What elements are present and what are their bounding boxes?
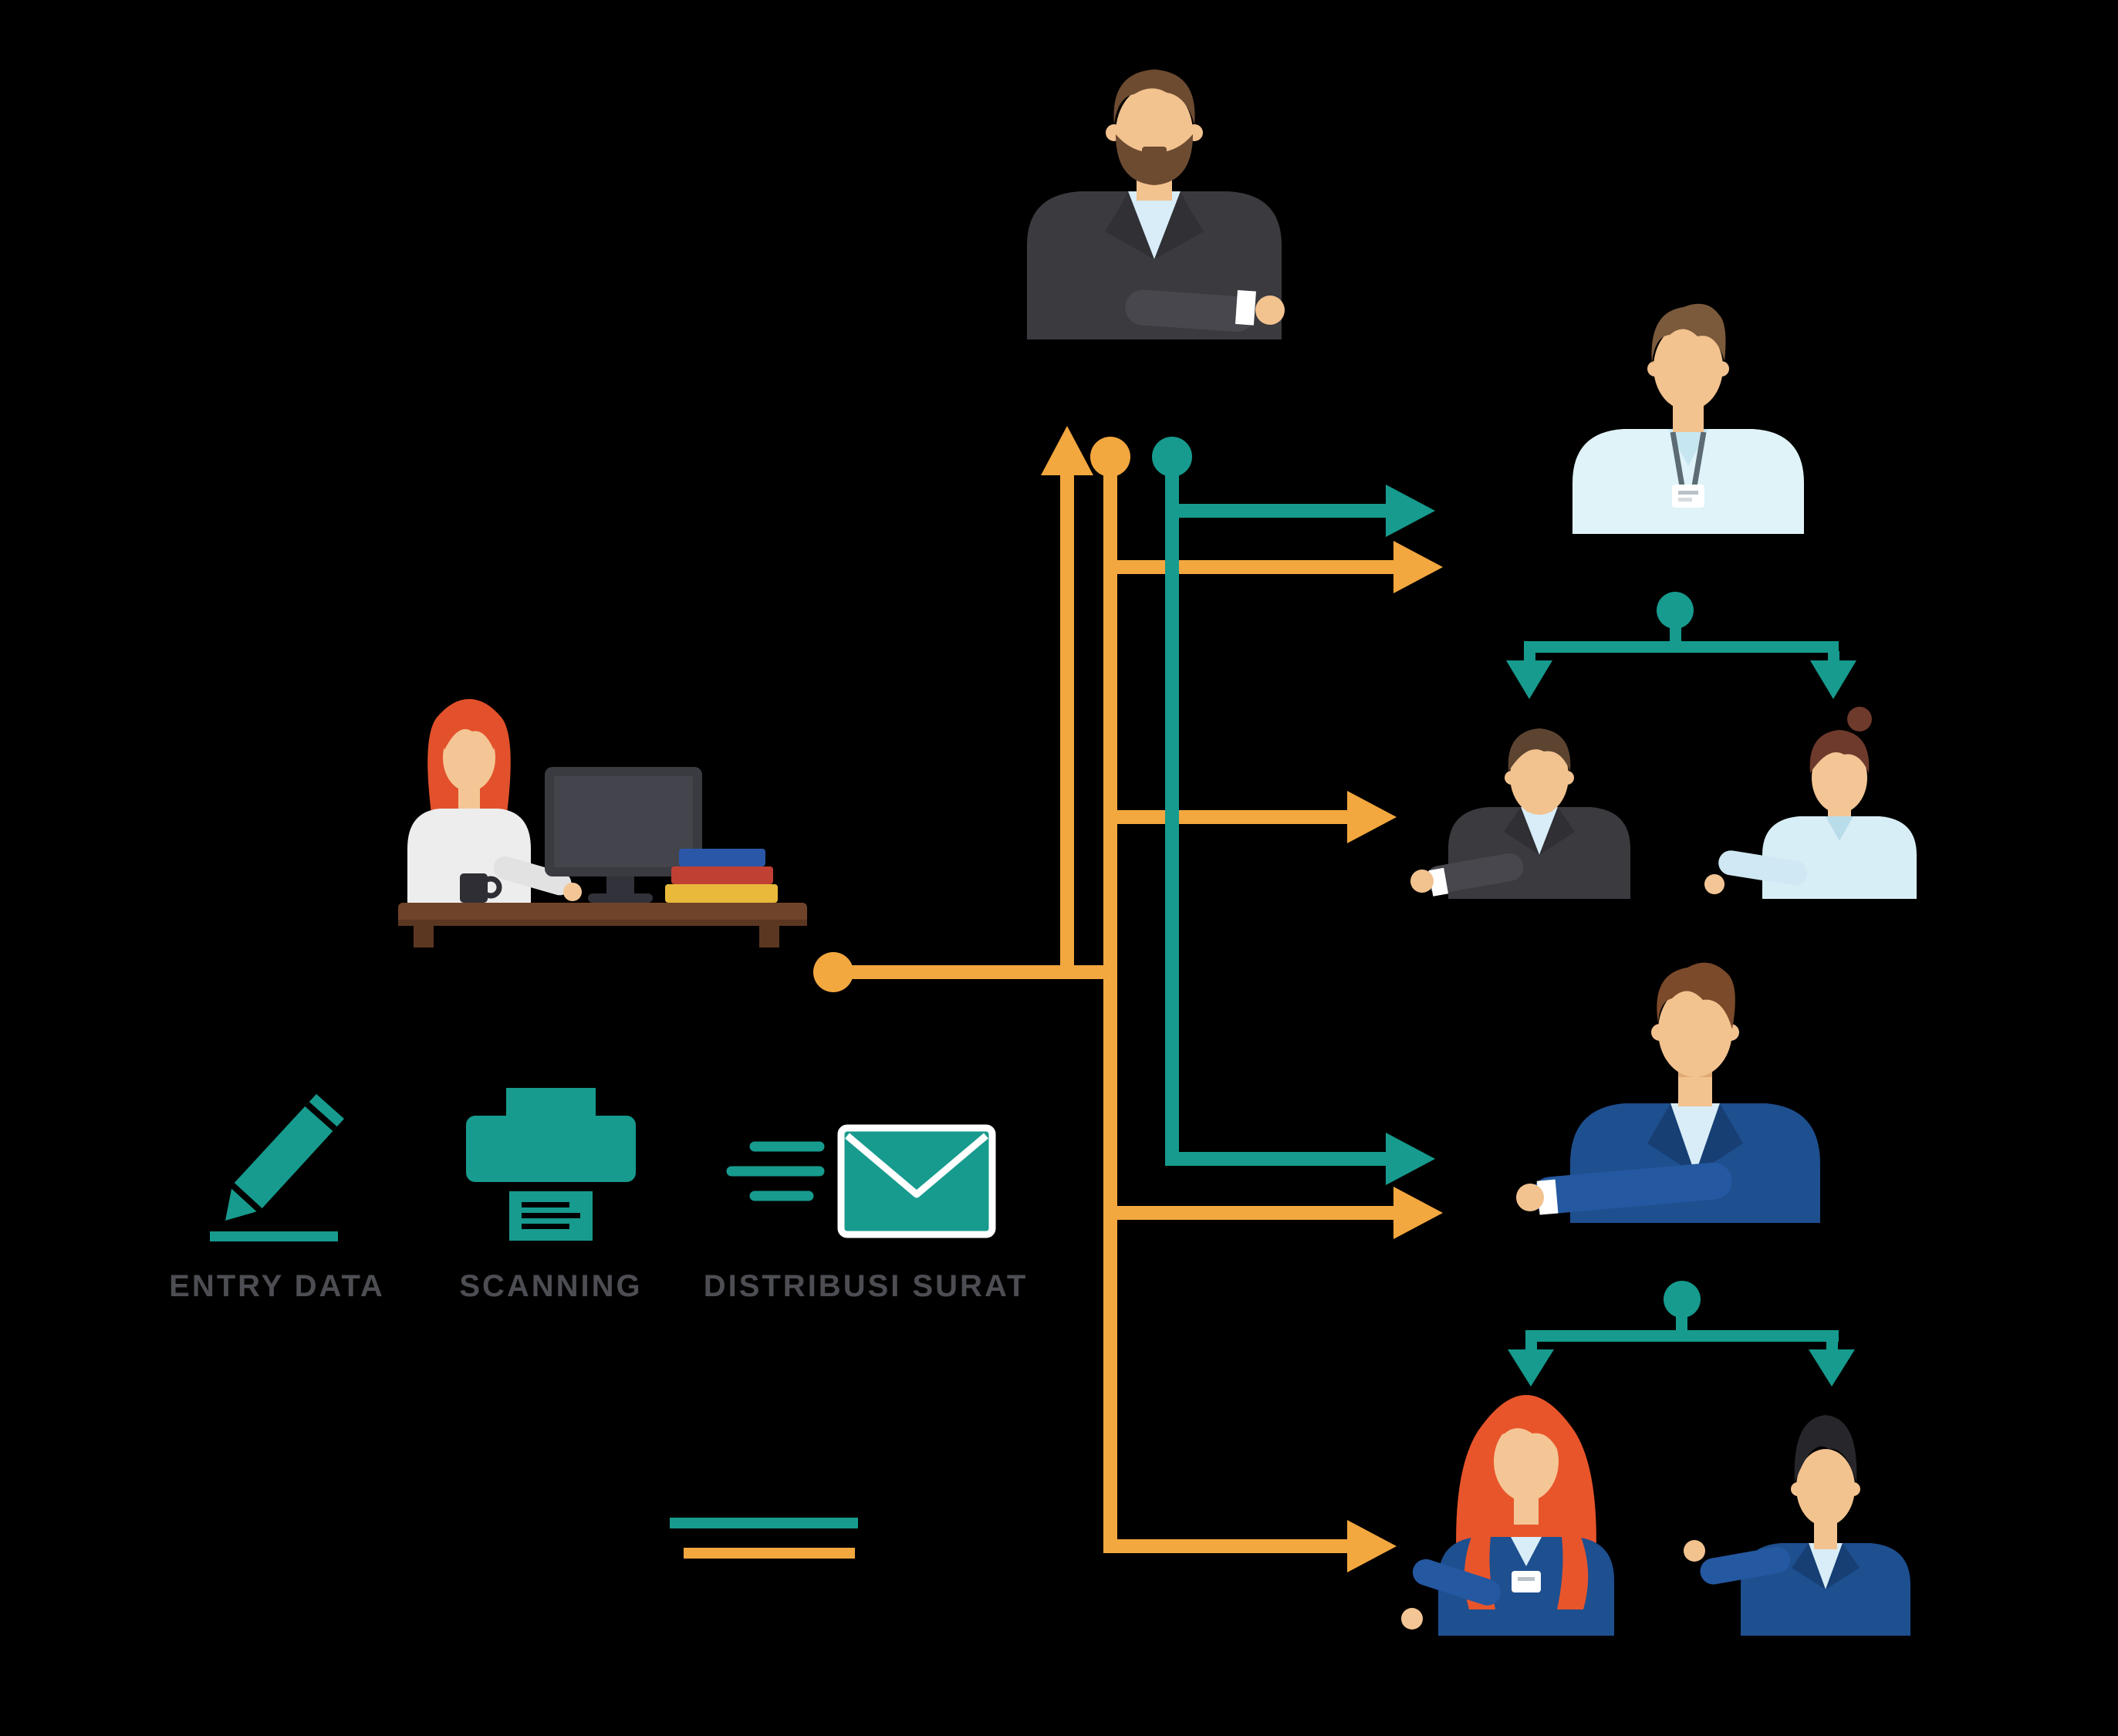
director-hair <box>1113 69 1195 125</box>
person-director <box>1027 69 1285 339</box>
lanyard <box>1670 431 1707 487</box>
book-yellow <box>665 884 778 903</box>
bracket-1-left-arrowhead <box>1506 660 1552 699</box>
teal-branch-1-arrowhead <box>1386 485 1435 537</box>
teal-flow-network <box>1152 437 1435 1185</box>
legend-orange-line <box>684 1548 855 1559</box>
orange-branch-3-arrowhead <box>1393 1187 1443 1239</box>
pen-icon <box>210 1094 344 1241</box>
envelope-icon <box>726 1124 996 1238</box>
bracket-2-stub <box>1676 1299 1687 1336</box>
director-beard <box>1116 134 1193 185</box>
secretary-face <box>443 724 495 792</box>
orange-branch-3 <box>1110 1206 1394 1220</box>
person-staff-dark-suit <box>1410 728 1630 899</box>
entry-data-label: ENTRY DATA <box>169 1269 385 1303</box>
legend-teal-line <box>670 1518 858 1528</box>
teal-bracket-connector-2 <box>1508 1281 1855 1386</box>
orange-branch-4-arrowhead <box>1347 1520 1397 1572</box>
orange-branch-1 <box>1110 560 1394 574</box>
bracket-2-right-arrowhead <box>1809 1349 1855 1386</box>
orange-main-line <box>1103 457 1117 1553</box>
printer-icon <box>466 1088 636 1241</box>
secretary-blouse <box>407 809 531 903</box>
teal-main-line <box>1165 457 1179 1166</box>
bracket-1-bar <box>1524 641 1839 653</box>
bracket-1-right-arm <box>1828 651 1839 662</box>
bracket-2-bar <box>1525 1330 1839 1342</box>
staff-a-hair <box>1651 303 1726 364</box>
id-badge <box>1512 1571 1541 1592</box>
person-staff-woman-blouse <box>1704 707 1917 899</box>
bracket-1-left-arm <box>1524 651 1535 662</box>
teal-bracket-connector-1 <box>1506 592 1856 699</box>
orange-up-arrowhead <box>1041 426 1093 475</box>
bracket-1-stub <box>1670 610 1681 647</box>
hair-bun <box>1847 707 1872 731</box>
orange-branch-2-arrowhead <box>1347 791 1397 843</box>
orange-branch-2 <box>1110 810 1348 824</box>
id-badge <box>1672 485 1704 508</box>
book-blue <box>679 849 765 866</box>
distribusi-surat-label: DISTRIBUSI SURAT <box>703 1269 1029 1303</box>
secretary-at-desk <box>398 699 807 947</box>
person-staff-black-hair <box>1684 1415 1910 1636</box>
director-hand <box>1255 296 1285 325</box>
bracket-2-left-arrowhead <box>1508 1349 1554 1386</box>
orange-branch-1-arrowhead <box>1393 541 1443 593</box>
desk <box>398 903 807 924</box>
book-red <box>671 866 773 884</box>
teal-branch-1 <box>1172 504 1387 518</box>
person-manager-blue-suit <box>1516 962 1820 1223</box>
junction-horizontal-line <box>833 965 1116 979</box>
bracket-1-right-arrowhead <box>1810 660 1856 699</box>
bracket-2-right-arm <box>1826 1340 1838 1349</box>
orange-branch-4 <box>1110 1539 1348 1553</box>
orange-line-up <box>1060 472 1074 972</box>
orange-flow-network <box>813 426 1443 1572</box>
teal-branch-2-arrowhead <box>1386 1133 1435 1185</box>
scanning-label: SCANNING <box>459 1269 643 1303</box>
coffee-mug <box>460 873 488 903</box>
legend <box>670 1518 858 1559</box>
person-staff-badge <box>1572 303 1804 534</box>
person-staff-red-hair <box>1401 1395 1614 1636</box>
bracket-2-left-arm <box>1525 1340 1537 1349</box>
teal-branch-2 <box>1172 1152 1387 1166</box>
